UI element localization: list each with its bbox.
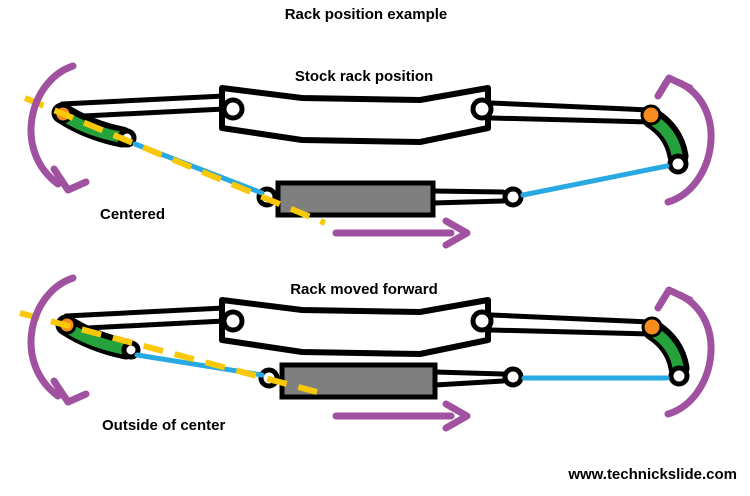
rack-right-inner-joint — [502, 366, 524, 388]
left-upper-link-bottom-edge — [61, 106, 227, 120]
diagram-stock-rack-position: Stock rack position — [23, 62, 715, 249]
steering-rack — [275, 180, 436, 218]
steering-axis-line — [23, 95, 327, 226]
rack-rod-bottom-edge — [432, 378, 506, 388]
rack-rod-bottom-edge — [430, 198, 506, 206]
crossmember-left-hole — [221, 97, 245, 121]
right-upper-link-top-edge — [488, 100, 652, 113]
crossmember — [219, 297, 491, 357]
rack-travel-arrowhead — [442, 400, 471, 432]
left-upper-link-top-edge — [63, 305, 227, 319]
right-rotation-arrowhead — [654, 74, 694, 100]
right-tie-rod — [520, 163, 670, 198]
right-outer-tie-rod-joint — [668, 365, 690, 387]
left-rotation-arrowhead — [50, 165, 90, 194]
steering-axis-line — [19, 310, 318, 395]
right-kingpin-pivot — [640, 104, 662, 126]
diagram1-label: Centered — [100, 206, 165, 223]
rack-rod-top-edge — [430, 188, 506, 195]
page-title: Rack position example — [285, 6, 448, 23]
right-upper-link-bottom-edge — [488, 327, 655, 337]
left-rotation-arrow-arc — [27, 62, 77, 188]
right-rotation-arrow-arc — [664, 291, 715, 418]
steering-rack — [279, 362, 438, 400]
right-upper-link-bottom-edge — [488, 115, 654, 125]
right-kingpin-pivot — [641, 316, 663, 338]
diagram2-title: Rack moved forward — [290, 281, 438, 298]
rack-travel-arrowhead — [442, 217, 471, 249]
crossmember-left-hole — [221, 309, 245, 333]
right-upper-link-top-edge — [488, 312, 653, 325]
left-upper-link-top-edge — [59, 93, 227, 107]
diagram2-label: Outside of center — [102, 417, 226, 434]
crossmember-right-hole — [470, 97, 494, 121]
footer-url: www.technickslide.com — [567, 466, 737, 483]
right-rotation-arrow-arc — [664, 79, 715, 206]
diagram1-title: Stock rack position — [295, 68, 433, 85]
crossmember — [219, 85, 491, 145]
left-rotation-arrow-arc — [27, 274, 77, 400]
rack-right-inner-joint — [502, 186, 524, 208]
rack-rod-top-edge — [432, 369, 506, 377]
crossmember-right-hole — [470, 309, 494, 333]
right-rotation-arrowhead — [654, 286, 694, 312]
right-outer-tie-rod-joint — [667, 153, 689, 175]
left-rotation-arrowhead — [50, 377, 90, 406]
diagram-rack-moved-forward: Rack moved forward — [19, 274, 715, 434]
left-upper-link-bottom-edge — [65, 318, 227, 332]
